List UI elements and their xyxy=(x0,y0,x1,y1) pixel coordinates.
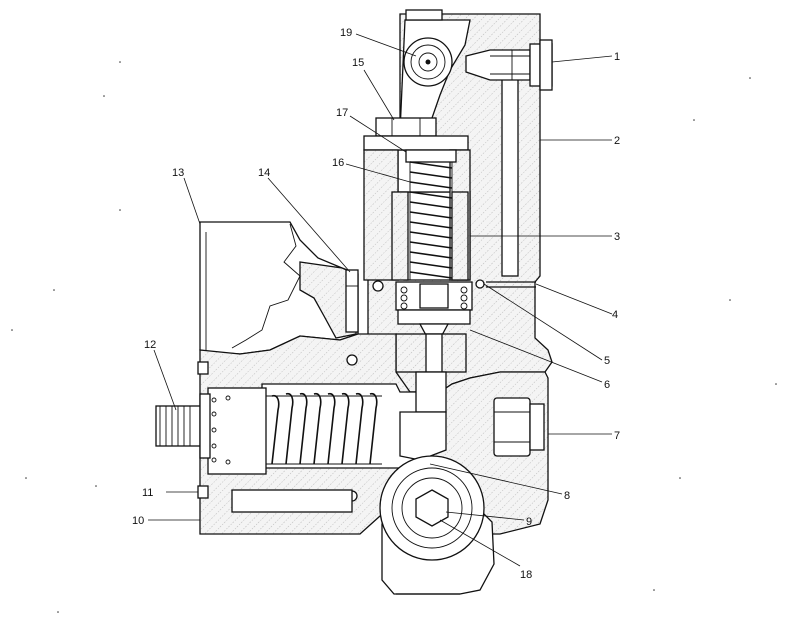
cover-plate-13 xyxy=(199,221,359,355)
callout-18: 18 xyxy=(520,569,532,581)
spring-retainer xyxy=(207,387,267,475)
piston-19 xyxy=(403,37,453,87)
callout-6: 6 xyxy=(604,379,610,391)
orifice-fitting xyxy=(465,39,553,91)
port-18 xyxy=(379,455,495,595)
callout-3: 3 xyxy=(614,231,620,243)
callout-17: 17 xyxy=(336,107,348,119)
callout-9: 9 xyxy=(526,516,532,528)
spool xyxy=(399,371,447,461)
callout-14: 14 xyxy=(258,167,270,179)
scan-specks xyxy=(11,61,777,613)
callout-10: 10 xyxy=(132,515,144,527)
callout-15: 15 xyxy=(352,57,364,69)
callout-11: 11 xyxy=(142,487,153,499)
leader-lines xyxy=(148,33,613,567)
callout-5: 5 xyxy=(604,355,610,367)
callout-13: 13 xyxy=(172,167,184,179)
adjusting-screw-12 xyxy=(155,393,211,459)
relief-spring-16 xyxy=(391,149,469,281)
callout-2: 2 xyxy=(614,135,620,147)
hex-plug-7 xyxy=(493,397,545,457)
control-spring xyxy=(266,392,382,465)
vertical-passage xyxy=(501,69,519,277)
callout-7: 7 xyxy=(614,430,620,442)
callout-19: 19 xyxy=(340,27,352,39)
callout-8: 8 xyxy=(564,490,570,502)
hex-plug-9 xyxy=(415,489,449,527)
callout-12: 12 xyxy=(144,339,156,351)
callout-labels: 1 2 3 4 5 6 7 8 9 10 11 12 13 14 15 16 1… xyxy=(132,27,620,581)
callout-4: 4 xyxy=(612,309,618,321)
top-plug xyxy=(405,9,443,21)
callout-1: 1 xyxy=(614,51,620,63)
valve-seat-and-poppet xyxy=(372,279,536,373)
callout-16: 16 xyxy=(332,157,344,169)
